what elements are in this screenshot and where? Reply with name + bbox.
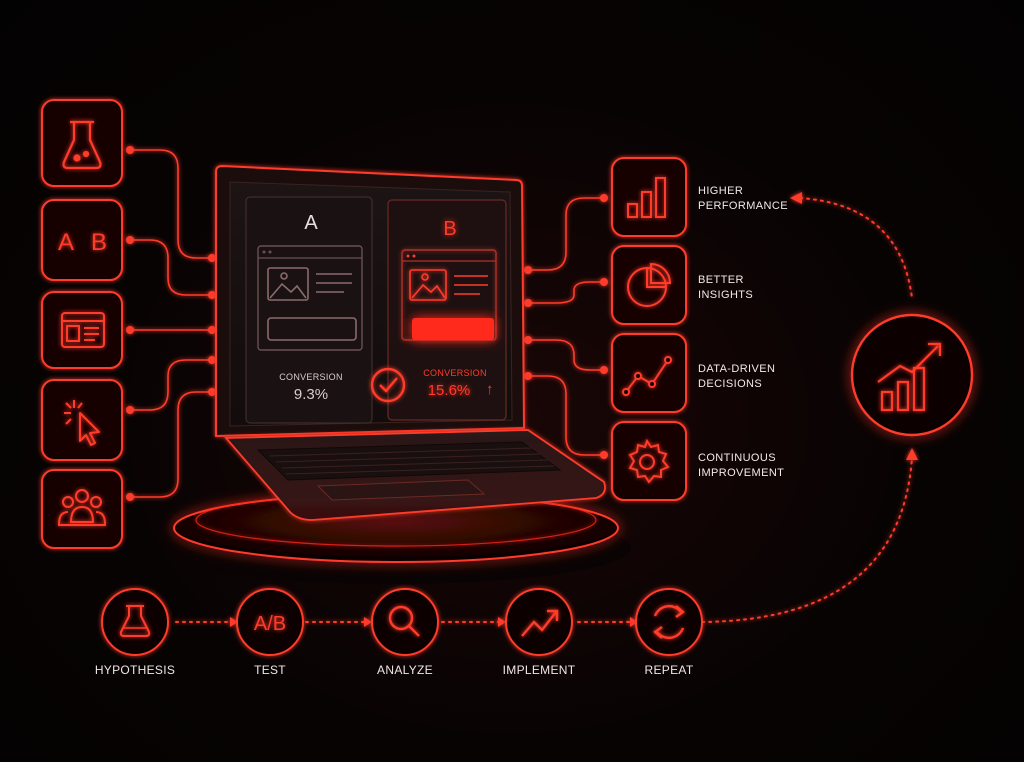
tile-flask [41,99,123,187]
process-steps: A/B [101,588,703,656]
benefit-line1: DATA-DRIVEN [698,363,776,375]
right-connector-dots [524,194,608,459]
right-benefit-tiles [611,157,687,501]
magnifier-icon [388,605,420,637]
bar-chart-icon [627,177,666,218]
variant-b-button [412,318,494,340]
ab-icon-a: A [58,229,74,256]
webpage-layout-icon [61,312,105,348]
ab-test-icon: A/B [254,613,286,635]
trend-up-arrow-icon: ↑ [486,381,494,398]
left-connectors [130,149,212,498]
benefit-line2: PERFORMANCE [698,200,788,212]
left-connector-dots [126,146,216,501]
variant-b-panel [387,199,507,421]
benefit-line1: BETTER [698,274,744,286]
keyboard [256,441,562,481]
benefit-line2: INSIGHTS [698,289,754,301]
variant-a-button [267,317,357,341]
step-implement [505,588,573,656]
benefit-line1: CONTINUOUS [698,452,776,464]
growth-chart-icon [877,342,942,412]
tile-users [41,469,123,549]
cycle-dotted-path [175,197,913,623]
step-test: A/B [236,588,304,656]
cycle-arrowheads [230,192,918,627]
image-placeholder-icon [267,267,309,301]
trackpad [316,479,486,501]
benefit-continuous-improvement: CONTINUOUS IMPROVEMENT [698,451,784,481]
benefit-line1: HIGHER [698,185,744,197]
tile-gear [611,421,687,501]
users-group-icon [58,489,106,526]
flask-icon [62,120,102,170]
pie-chart-icon [627,262,672,307]
left-icon-tiles: A B [41,99,123,549]
flask-icon [119,605,151,637]
step-label-repeat: REPEAT [644,663,694,677]
image-placeholder-icon [409,269,447,301]
variant-b-letter: B [443,218,457,240]
variant-a-letter: A [304,212,318,234]
step-label-test: TEST [254,663,286,677]
benefit-higher-performance: HIGHER PERFORMANCE [698,184,788,214]
step-analyze [371,588,439,656]
tile-line-chart [611,333,687,413]
step-label-hypothesis: HYPOTHESIS [94,663,176,677]
ab-icon-b: B [91,229,107,256]
refresh-icon [653,604,685,640]
tile-bar-chart [611,157,687,237]
step-label-analyze: ANALYZE [377,663,433,677]
trend-up-icon [521,609,559,637]
line-chart-icon [622,356,672,396]
benefit-data-driven-decisions: DATA-DRIVEN DECISIONS [698,362,775,392]
tile-webpage [41,291,123,369]
variant-b-conversion-label: CONVERSION [423,368,487,378]
variant-a-conversion-value: 9.3% [293,386,329,403]
right-connectors [528,197,604,456]
click-cursor-icon [64,400,100,446]
benefit-line2: DECISIONS [698,378,763,390]
tile-click [41,379,123,461]
gear-icon [628,438,670,484]
laptop [215,164,606,521]
step-repeat [635,588,703,656]
variant-b-conversion-value: 15.6% [427,382,471,399]
variant-a-conversion-label: CONVERSION [279,372,343,382]
podium [161,493,631,584]
benefit-better-insights: BETTER INSIGHTS [698,273,753,303]
variant-a-panel [245,196,373,424]
step-label-implement: IMPLEMENT [502,663,576,677]
winner-check-icon [370,367,406,403]
cycle-growth-circle [850,313,974,437]
tile-ab: A B [41,199,123,281]
benefit-line2: IMPROVEMENT [698,467,785,479]
tile-pie-chart [611,245,687,325]
step-hypothesis [101,588,169,656]
